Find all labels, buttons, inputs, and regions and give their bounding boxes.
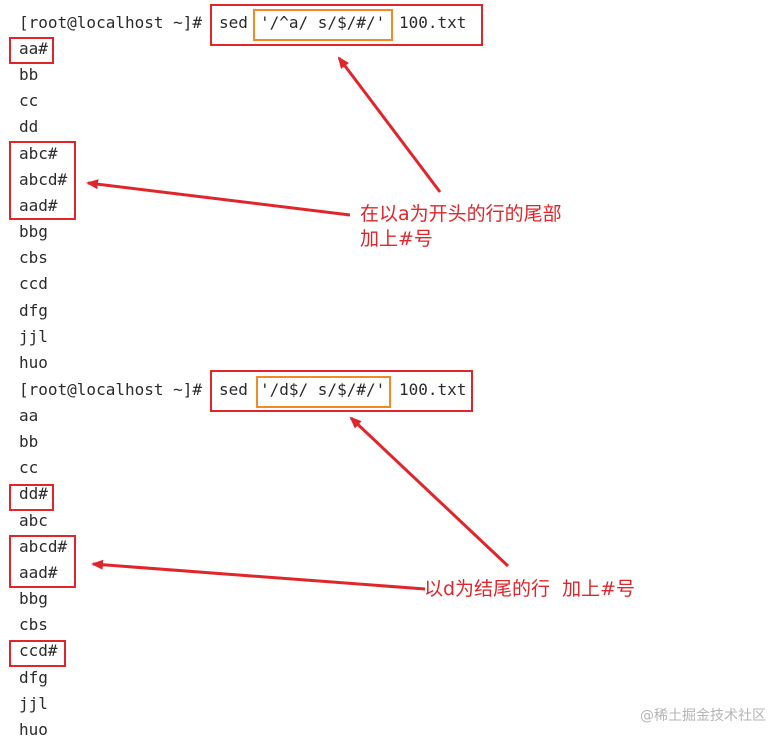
file-name: 100.txt <box>399 13 467 32</box>
output-line: dd <box>19 117 39 137</box>
output-line: abcd# <box>19 169 68 189</box>
sed-expression: '/^a/ s/$/#/' <box>260 13 386 32</box>
command-highlight-box-1 <box>210 4 483 46</box>
match-box-dd <box>9 484 54 511</box>
match-box-abc-group <box>9 141 76 220</box>
match-box-abcd-group <box>9 535 76 588</box>
output-line: jjl <box>19 326 48 346</box>
watermark: @稀土掘金技术社区 <box>640 708 766 724</box>
output-line: abc# <box>19 143 58 163</box>
expression-highlight-box-1 <box>253 9 393 41</box>
output-line: abc <box>19 510 48 530</box>
output-line: dd# <box>19 484 48 504</box>
output-line: aad# <box>19 562 58 582</box>
arrow-to-command-2 <box>349 416 510 568</box>
output-line: bb <box>19 432 39 452</box>
command-highlight-box-2 <box>210 370 473 412</box>
output-line: jjl <box>19 693 48 713</box>
output-line: aad# <box>19 195 58 215</box>
output-line: ccd# <box>19 641 58 661</box>
annotation-note-1-line-1: 在以a为开头的行的尾部 <box>360 203 562 225</box>
output-line: dfg <box>19 667 48 687</box>
annotation-note-1-line-2: 加上#号 <box>360 228 433 250</box>
command-name: sed <box>219 13 248 32</box>
sed-expression: '/d$/ s/$/#/' <box>260 380 386 399</box>
shell-prompt: [root@localhost ~]# <box>19 380 203 399</box>
output-line: aa# <box>19 39 48 58</box>
output-line: huo <box>19 352 48 372</box>
output-line: ccd <box>19 274 48 294</box>
shell-prompt: [root@localhost ~]# <box>19 13 203 32</box>
match-box-aa <box>9 37 54 64</box>
output-line: bbg <box>19 222 48 242</box>
output-line: bbg <box>19 589 48 609</box>
arrow-to-matches-2 <box>91 559 426 591</box>
output-line: huo <box>19 719 48 739</box>
command-name: sed <box>219 380 248 399</box>
output-line: dfg <box>19 300 48 320</box>
file-name: 100.txt <box>399 380 467 399</box>
output-line: cbs <box>19 248 48 268</box>
annotation-note-2: 以d为结尾的行 加上#号 <box>424 578 636 600</box>
output-line: cbs <box>19 615 48 635</box>
output-line: aa <box>19 406 39 425</box>
output-line: cc <box>19 458 39 478</box>
match-box-ccd <box>9 640 66 667</box>
output-line: bb <box>19 65 39 85</box>
output-line: cc <box>19 91 39 111</box>
expression-highlight-box-2 <box>256 376 391 408</box>
arrow-to-matches-1 <box>86 179 351 217</box>
output-line: abcd# <box>19 536 68 556</box>
arrow-to-command-1 <box>337 56 442 193</box>
